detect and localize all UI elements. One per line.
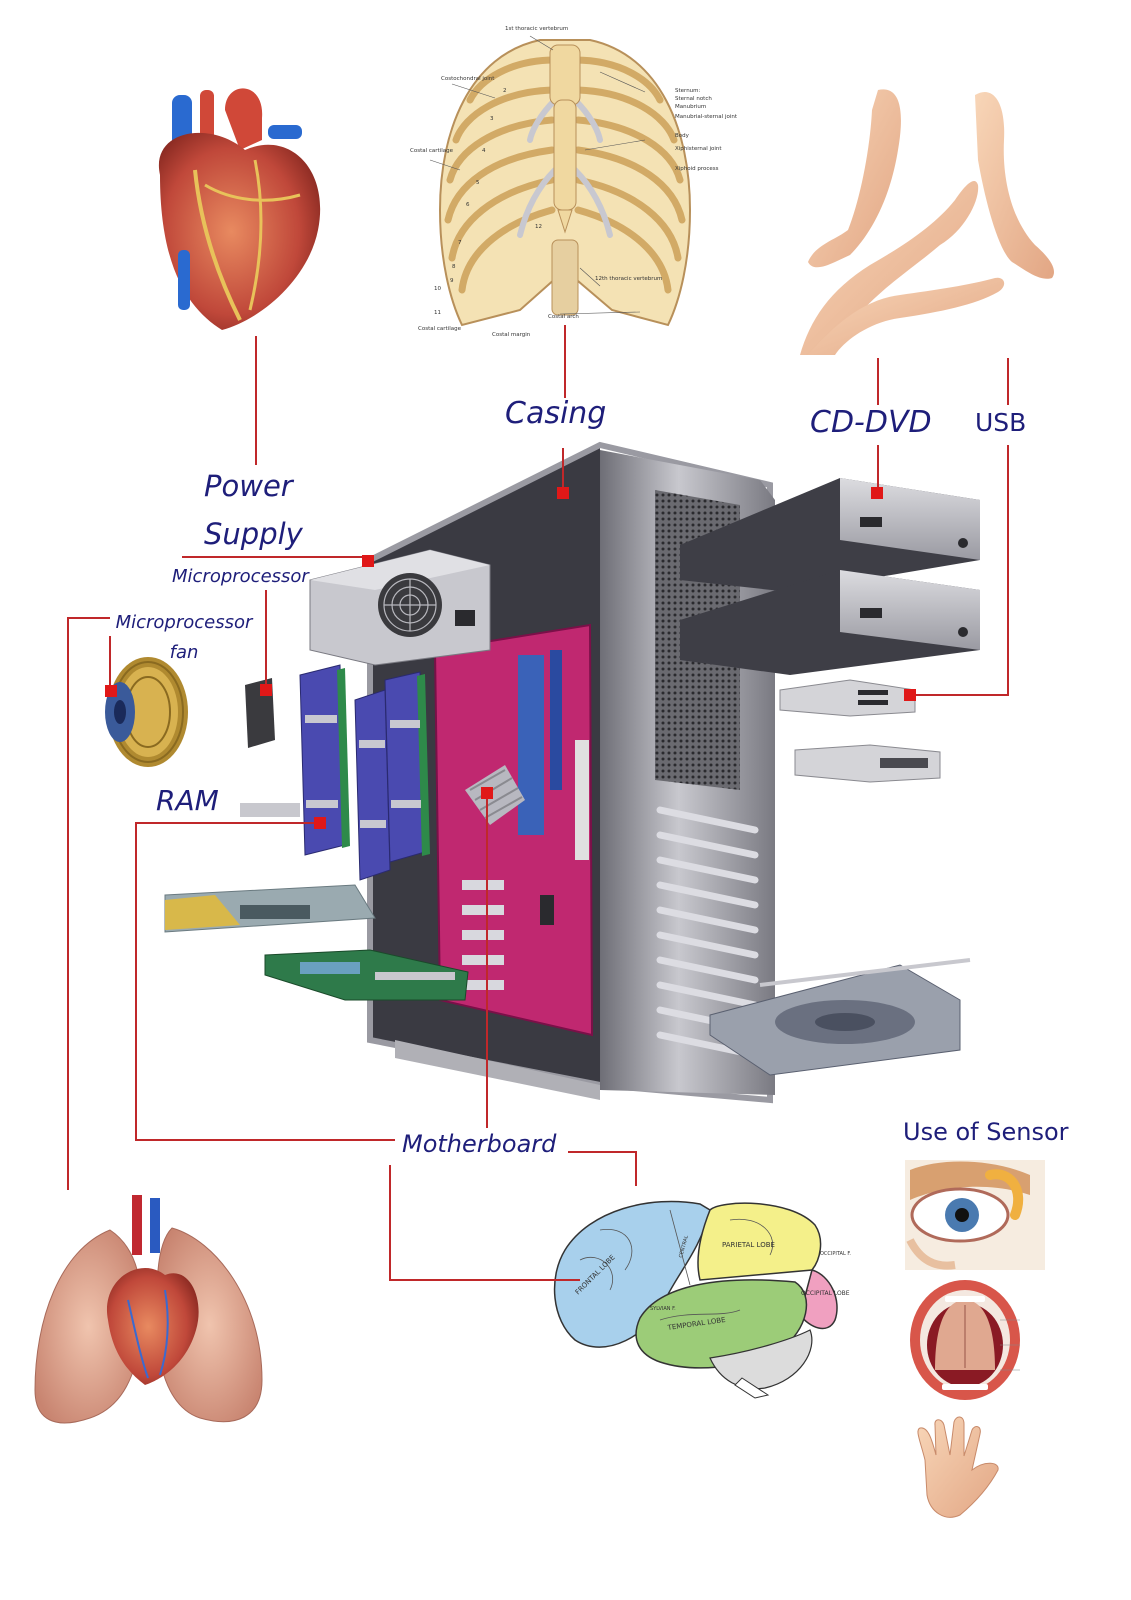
hand-illustration (917, 1416, 999, 1518)
label-casing: Casing (505, 396, 607, 431)
eye-illustration (905, 1160, 1045, 1270)
label-usb: USB (975, 408, 1027, 437)
ribcage-annotation: Costal cartilage (418, 326, 462, 332)
ribcage-annotation: Xiphisternal joint (675, 146, 722, 152)
ribcage-illustration: 1st thoracic vertebrum Costochondral joi… (410, 26, 738, 338)
rib-number: 3 (490, 116, 494, 122)
ribcage-annotation: Sternal notch (675, 96, 712, 102)
connector-usb-marker (910, 445, 1009, 696)
rib-number: 12 (535, 224, 542, 230)
marker-power-supply (362, 555, 374, 567)
rib-number: 5 (476, 180, 480, 186)
ribcage-annotation: Body (675, 133, 690, 139)
marker-cd-dvd (871, 487, 883, 499)
brain-label-central: CENTRAL (678, 1235, 690, 1259)
marker-motherboard (481, 787, 493, 799)
heart-illustration (158, 88, 321, 330)
brain-label-parietal: PARIETAL LOBE (722, 1241, 775, 1249)
rib-number: 7 (458, 240, 462, 246)
rib-number: 11 (434, 310, 441, 316)
ribcage-annotation: Costal cartilage (410, 148, 454, 154)
ribcage-annotation: Costal margin (492, 332, 531, 338)
ribcage-annotation: Manubrial-sternal joint (675, 114, 738, 120)
rib-number: 10 (434, 286, 441, 292)
label-microprocessor: Microprocessor (172, 566, 309, 587)
brain-label-occipital: OCCIPITAL LOBE (801, 1290, 850, 1297)
ribcage-annotation: Sternum: (675, 88, 701, 94)
ribcage-annotation: Costal arch (548, 314, 579, 320)
ribcage-annotation: 1st thoracic vertebrum (505, 26, 568, 32)
label-cd-dvd: CD-DVD (810, 405, 932, 440)
ribcage-annotation: Xiphoid process (675, 166, 719, 172)
rib-number: 6 (466, 202, 470, 208)
ribcage-annotation: Manubrium (675, 104, 706, 110)
label-ram: RAM (156, 784, 219, 817)
label-power-supply: Power Supply (204, 469, 303, 551)
marker-ram (314, 817, 326, 829)
connector-motherboard-brain (568, 1151, 637, 1186)
marker-casing (557, 487, 569, 499)
brain-illustration: FRONTAL LOBE PARIETAL LOBE TEMPORAL LOBE… (553, 1200, 851, 1399)
marker-usb (904, 689, 916, 701)
connector-ram (135, 822, 395, 1141)
mouth-tongue-illustration (910, 1280, 1020, 1400)
ribcage-annotation: 12th thoracic vertebrum (595, 276, 662, 282)
connector-brain (389, 1165, 580, 1281)
rib-number: 9 (450, 278, 454, 284)
limbs-illustration (800, 89, 1055, 355)
rib-number: 8 (452, 264, 456, 270)
component-markers (105, 487, 916, 829)
brain-label-occipital-fissure: OCCIPITAL F. (820, 1251, 851, 1257)
label-use-of-sensor: Use of Sensor (903, 1118, 1069, 1146)
connector-microprocessor-fan (67, 617, 110, 1190)
rib-number: 4 (482, 148, 486, 154)
ribcage-annotation: Costochondral joint (441, 76, 495, 82)
brain-label-sylvian-fissure: SYLVIAN F. (650, 1306, 676, 1312)
lungs-illustration (34, 1195, 263, 1424)
marker-microprocessor (260, 684, 272, 696)
label-motherboard: Motherboard (402, 1130, 557, 1158)
marker-microprocessor-fan (105, 685, 117, 697)
computer-tower-illustration (105, 441, 980, 1104)
label-microprocessor-fan: Microprocessor fan (115, 612, 253, 663)
rib-number: 2 (503, 88, 507, 94)
